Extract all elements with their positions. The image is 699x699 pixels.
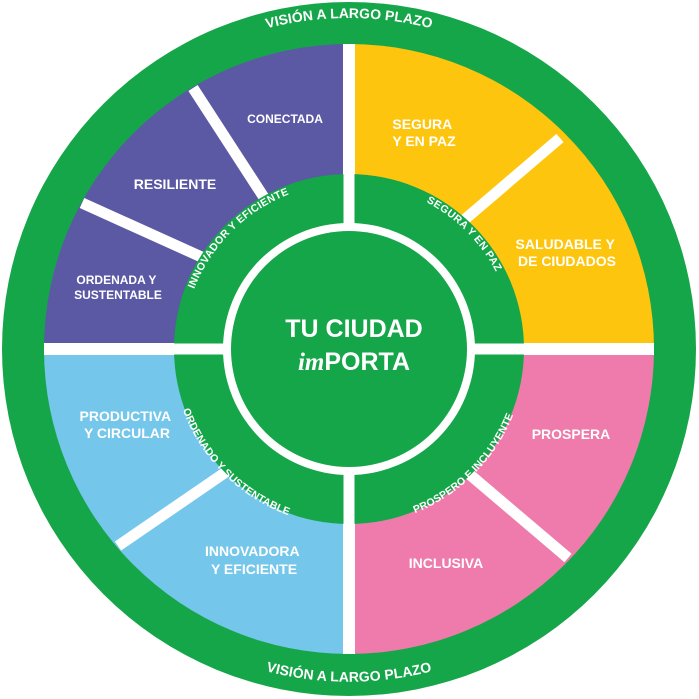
segment-label-ordenada: ORDENADA Y SUSTENTABLE [74,273,162,302]
center-title-im-mark: im [298,349,324,376]
divider-productiva-innovadora [114,458,243,551]
segment-label-prospera: PROSPERA [532,426,611,442]
divider-conectada-resiliente [188,85,270,202]
center-disc [231,231,467,467]
divider-segura-saludable [446,133,564,237]
divider-resiliente-ordenada [79,197,220,270]
inner-ring-dividers [174,174,524,524]
center-title-line2: imPORTA [298,348,410,376]
segment-label-resiliente: RESILIENTE [134,176,216,192]
divider-prospera-inclusiva [451,457,572,563]
segment-label-inclusiva: INCLUSIVA [409,555,483,571]
center-title-line1: TU CIUDAD [285,315,423,343]
segment-label-saludable: SALUDABLE Y DE CIUDADOS [516,236,619,269]
segment-label-innovadora: INNOVADORA Y EFICIENTE [205,543,303,577]
segment-label-productiva: PRODUCTIVA Y CIRCULAR [80,408,175,441]
segment-label-conectada: CONECTADA [247,112,323,126]
segment-dividers [79,85,572,563]
center-title-porta: PORTA [324,348,410,376]
segment-label-segura: SEGURA Y EN PAZ [392,116,456,149]
